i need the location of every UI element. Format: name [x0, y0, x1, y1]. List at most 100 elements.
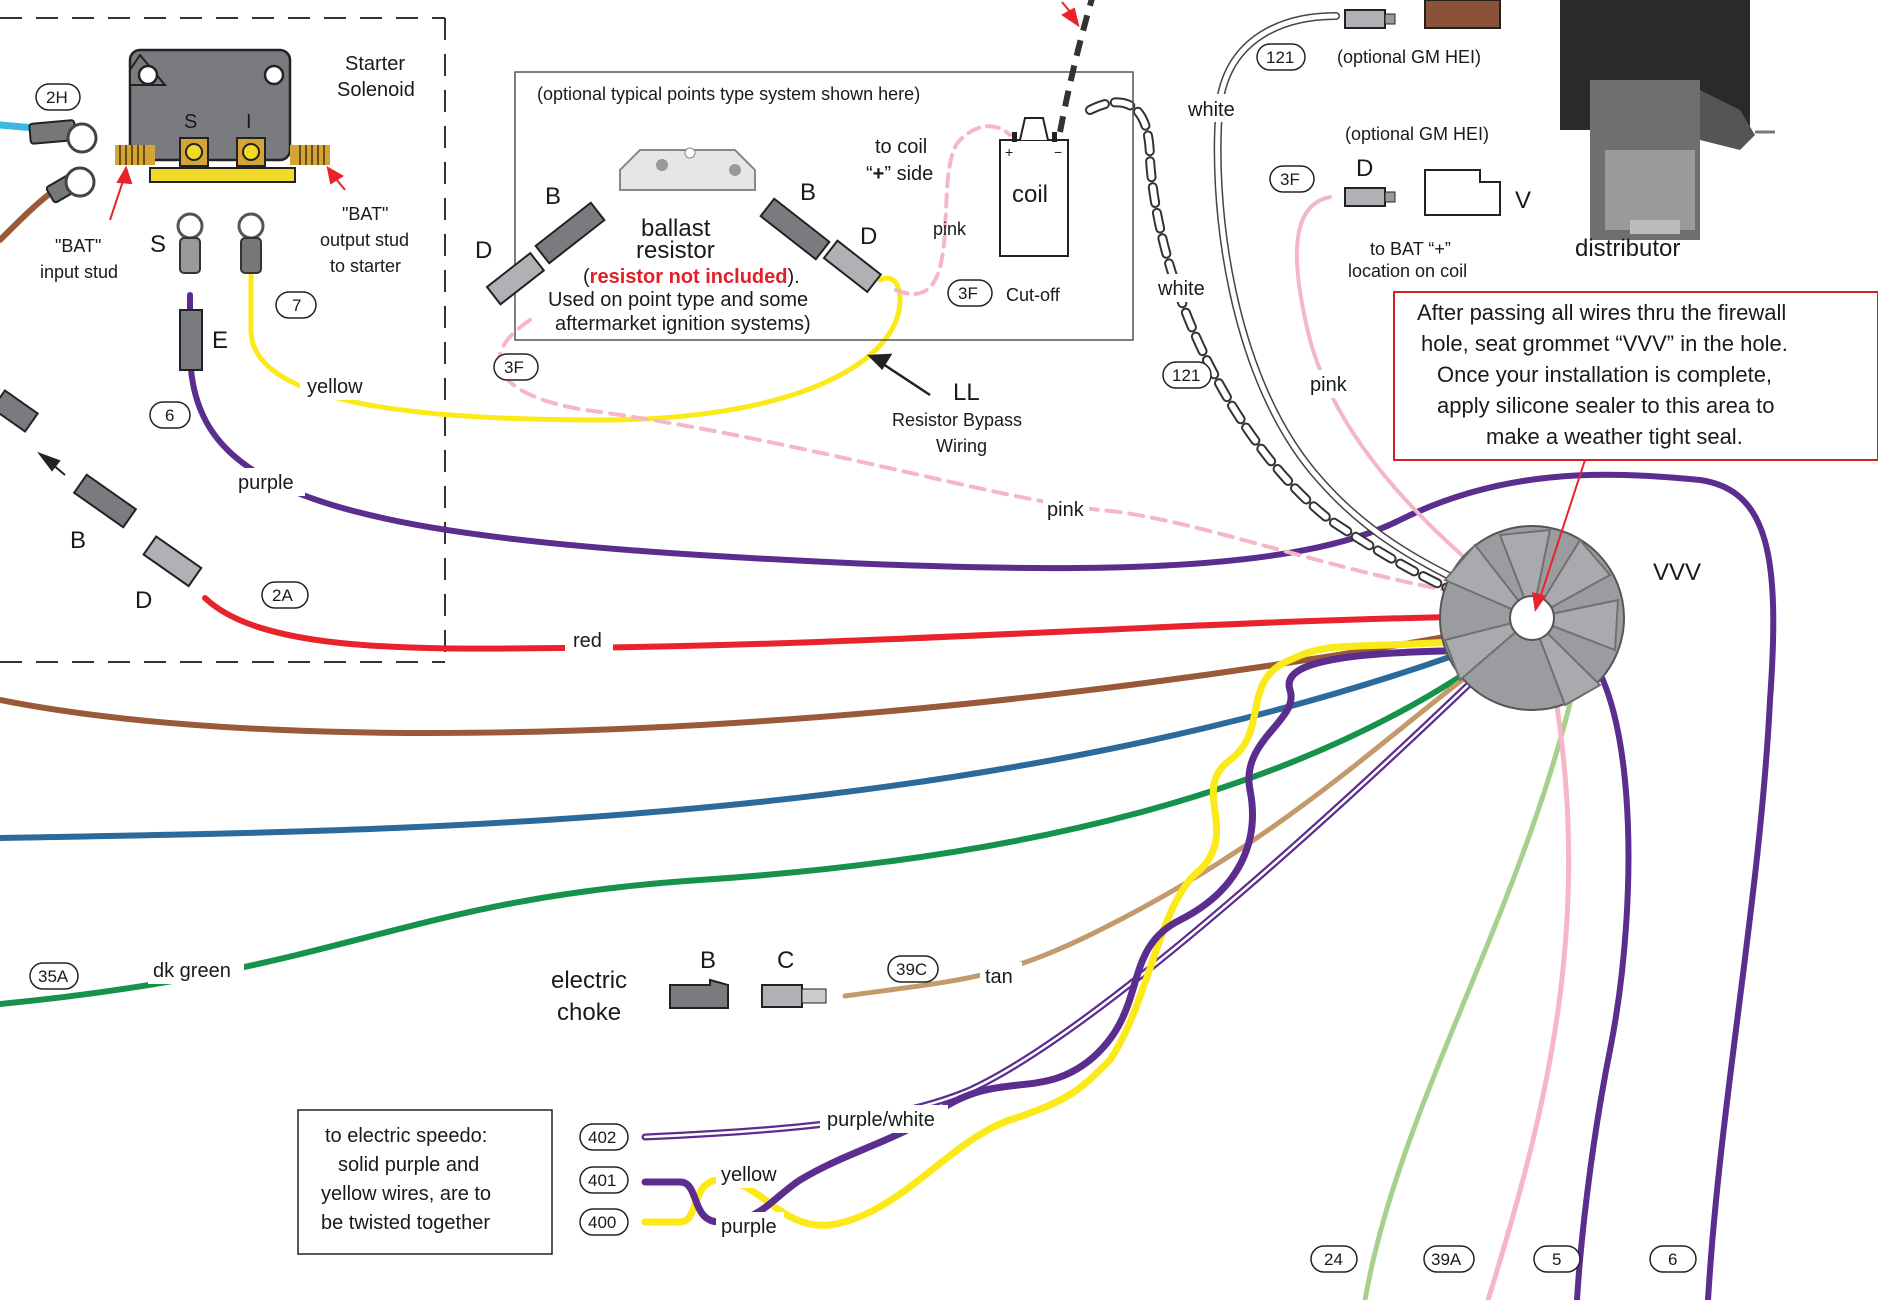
connector-e	[179, 309, 203, 371]
connector-left-b	[72, 473, 138, 529]
bypass-line-1: Resistor Bypass	[892, 410, 1022, 430]
svg-text:400: 400	[588, 1213, 616, 1232]
badge-6: 6	[149, 401, 191, 429]
not-included: resistor not included	[590, 266, 788, 288]
connector-left-d	[142, 535, 203, 588]
speedo-line-3: yellow wires, are to	[321, 1183, 491, 1205]
label-pink-right: pink	[1310, 374, 1348, 396]
label-white-mid: white	[1157, 278, 1205, 300]
solenoid-term-s: S	[184, 111, 197, 133]
svg-text:6: 6	[1668, 1250, 1677, 1269]
grommet-callout	[1393, 291, 1878, 612]
arrow-left	[37, 451, 66, 476]
speedo-line-2: solid purple and	[338, 1154, 479, 1176]
speedo-line-4: be twisted together	[321, 1212, 490, 1234]
wire-purple-white	[643, 638, 1517, 1139]
grommet-vvv[interactable]	[1439, 525, 1625, 711]
badge-24: 24	[1310, 1245, 1358, 1273]
callout-line-4: apply silicone sealer to this area to	[1437, 393, 1775, 418]
hei-optional-mid: (optional GM HEI)	[1345, 124, 1489, 144]
svg-text:39A: 39A	[1431, 1250, 1462, 1269]
ballast-d-left: D	[475, 237, 492, 264]
ignition-coil[interactable]: + −	[999, 117, 1069, 257]
used-line-2: aftermarket ignition systems)	[555, 313, 811, 335]
badge-2h: 2H	[35, 83, 81, 111]
wire-brown	[0, 622, 1513, 736]
badge-3f-left: 3F	[493, 353, 539, 381]
to-coil-quote-close: ” side	[884, 163, 933, 185]
badge-2a: 2A	[261, 581, 309, 609]
hei-connector-mid	[1344, 169, 1501, 216]
wire-purple-solenoid	[187, 292, 1777, 1300]
paren-open: (	[583, 266, 590, 288]
bat-input-1: "BAT"	[55, 236, 101, 256]
wire-purple-white-outline	[641, 636, 1519, 1141]
left-conn-b: B	[70, 527, 86, 554]
bypass-code: LL	[953, 379, 980, 406]
connector-left-top	[0, 389, 40, 433]
wire-label-bg	[148, 94, 1351, 1240]
ballast-b-left: B	[545, 183, 561, 210]
ballast-line-2: resistor	[636, 237, 715, 264]
choke-c: C	[777, 947, 794, 974]
left-conn-e: E	[212, 327, 228, 354]
svg-text:24: 24	[1324, 1250, 1343, 1269]
to-coil-quote-open: “	[866, 163, 873, 185]
svg-text:402: 402	[588, 1128, 616, 1147]
lug-i	[237, 212, 265, 274]
wire-white-hei	[1215, 13, 1509, 611]
wire-purple-5	[1557, 627, 1632, 1300]
label-purple-white: purple/white	[827, 1109, 935, 1131]
cutoff-text: Cut-off	[1006, 285, 1061, 305]
svg-text:35A: 35A	[38, 967, 69, 986]
label-pink-bottom: pink	[1047, 499, 1085, 521]
used-line-1: Used on point type and some	[548, 289, 808, 311]
hei-bat-1: to BAT “+”	[1370, 239, 1451, 259]
ballast-header: (optional typical points type system sho…	[537, 84, 920, 104]
svg-text:3F: 3F	[958, 284, 978, 303]
ballast-d-right: D	[860, 223, 877, 250]
badge-3f-right: 3F	[1269, 165, 1315, 193]
wire-tan	[842, 642, 1513, 999]
ballast-conn-d-left	[485, 251, 546, 306]
wire-red	[202, 595, 1513, 652]
label-dk-green: dk green	[153, 960, 231, 982]
wire-harness	[0, 12, 1777, 1300]
wire-pink-39a	[1485, 637, 1572, 1300]
left-conn-d: D	[135, 587, 152, 614]
svg-text:6: 6	[165, 406, 174, 425]
svg-text:5: 5	[1552, 1250, 1561, 1269]
svg-text:7: 7	[292, 296, 301, 315]
ring-s-label: S	[150, 231, 166, 258]
to-coil-1: to coil	[875, 136, 927, 158]
wire-yellow-twist	[641, 636, 1484, 1229]
label-tan: tan	[985, 966, 1013, 988]
label-yellow-twist: yellow	[721, 1164, 777, 1186]
ballast-conn-d-right	[822, 239, 883, 294]
starter-solenoid[interactable]: S I	[115, 48, 330, 183]
callout-line-1: After passing all wires thru the firewal…	[1417, 300, 1786, 325]
ballast-pink-label: pink	[933, 219, 967, 239]
badge-39a: 39A	[1423, 1245, 1475, 1273]
wire-blue	[0, 632, 1513, 841]
choke-line-1: electric	[551, 967, 627, 994]
lug-s	[176, 212, 204, 274]
bat-output-2: output stud	[320, 230, 409, 250]
ballast-resistor[interactable]	[619, 147, 756, 191]
engine-area-boundary	[0, 17, 446, 663]
svg-text:401: 401	[588, 1171, 616, 1190]
label-yellow: yellow	[307, 376, 363, 398]
label-white-top: white	[1187, 99, 1235, 121]
ring-terminal-brown	[45, 166, 96, 204]
bat-input-2: input stud	[40, 262, 118, 282]
svg-text:121: 121	[1172, 366, 1200, 385]
distributor-image	[1560, 0, 1775, 240]
hei-connector-top	[1344, 0, 1501, 29]
badge-7: 7	[275, 291, 317, 319]
ballast-conn-b-right	[759, 197, 831, 261]
label-purple: purple	[238, 472, 294, 494]
badge-121-top: 121	[1256, 43, 1306, 71]
wire-brown-solenoid	[0, 187, 58, 243]
bypass-arrow	[867, 353, 931, 397]
